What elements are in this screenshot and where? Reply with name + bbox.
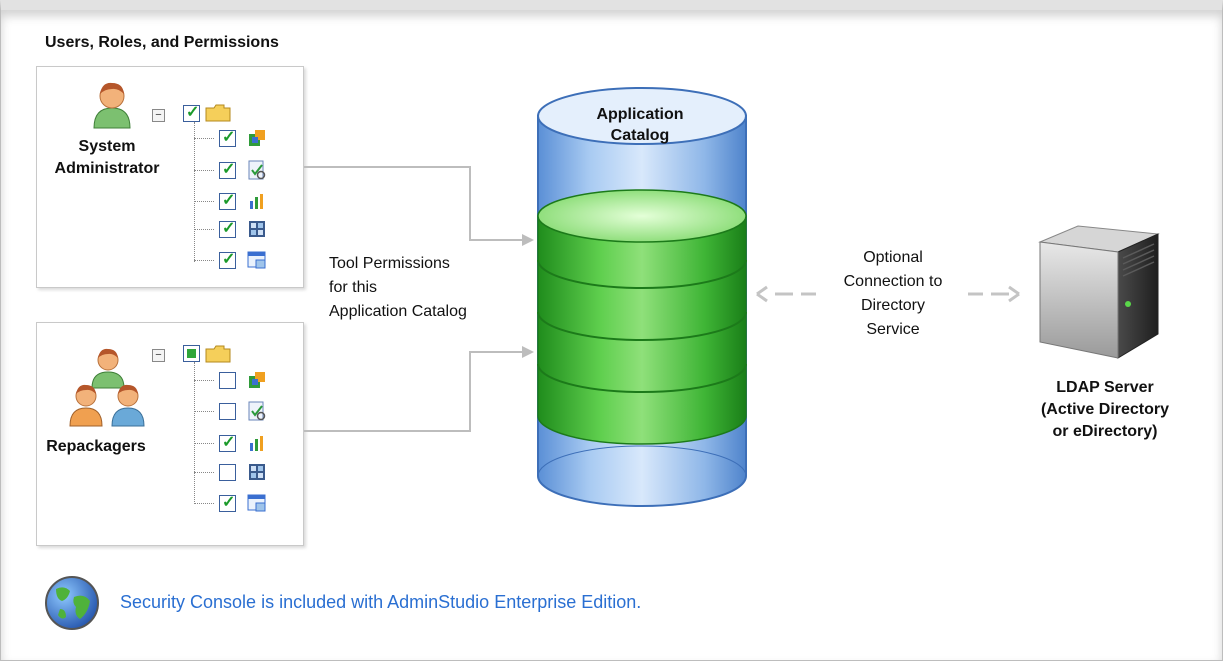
globe-icon [45,576,99,630]
database-label: Application Catalog [560,104,720,146]
role-name-line: Repackagers [46,438,146,455]
grid-icon [249,221,265,237]
optional-connection-line: Directory [860,297,925,314]
role-label-system-administrator: System Administrator [40,136,174,180]
database-label-line: Catalog [610,127,670,144]
permission-checkbox[interactable]: ✓ [219,161,236,179]
folder-checkbox[interactable]: ✓ [183,104,200,122]
permission-checkbox[interactable] [219,464,236,481]
permission-checkbox[interactable]: ✓ [219,251,236,269]
server-icon [1038,225,1160,359]
permissions-note-line: Tool Permissions [329,255,450,272]
permission-checkbox[interactable]: ✓ [219,494,236,512]
optional-connection-line: Optional [863,249,923,266]
footer-note: Security Console is included with AdminS… [120,592,642,612]
section-title: Users, Roles, and Permissions [45,34,279,51]
arrow-head [522,346,534,358]
package-icon [249,372,265,388]
permission-connector [304,166,522,432]
user-icon [93,82,131,129]
permissions-note-line: Application Catalog [329,303,467,320]
report-icon [248,401,266,421]
role-name-line: System [78,138,136,155]
optional-connection-label: Optional Connection to Directory Service [813,246,973,342]
permission-checkbox[interactable] [219,372,236,389]
grid-icon [249,464,265,480]
server-label-line: or eDirectory) [1052,423,1158,440]
report-icon [248,160,266,180]
optional-connection-line: Connection to [843,273,943,290]
permission-checkbox[interactable] [219,403,236,420]
chart-icon [250,194,263,209]
permission-checkbox[interactable]: ✓ [219,434,236,452]
package-icon [249,130,265,146]
permission-checkbox[interactable]: ✓ [219,220,236,238]
server-label-line: LDAP Server [1056,379,1154,396]
folder-checkbox[interactable] [183,345,200,362]
database-icon [537,87,747,507]
collapse-toggle[interactable]: − [152,349,165,362]
folder-icon [205,345,231,363]
window-icon [247,494,266,512]
server-label: LDAP Server (Active Directory or eDirect… [1010,377,1200,443]
permission-checkbox[interactable]: ✓ [219,192,236,210]
permissions-note-line: for this [329,279,378,296]
server-label-line: (Active Directory [1040,401,1170,418]
chart-icon [250,436,263,451]
database-label-line: Application [596,106,684,123]
permissions-note: Tool Permissions for this Application Ca… [329,252,467,324]
role-name-line: Administrator [54,160,160,177]
optional-connection-line: Service [866,321,920,338]
role-label-repackagers: Repackagers [40,436,152,458]
arrow-head [522,234,534,246]
window-icon [247,251,266,269]
collapse-toggle[interactable]: − [152,109,165,122]
folder-icon [205,104,231,122]
permission-checkbox[interactable]: ✓ [219,129,236,147]
directory-connector [756,285,1020,303]
user-group-icon [69,348,145,427]
